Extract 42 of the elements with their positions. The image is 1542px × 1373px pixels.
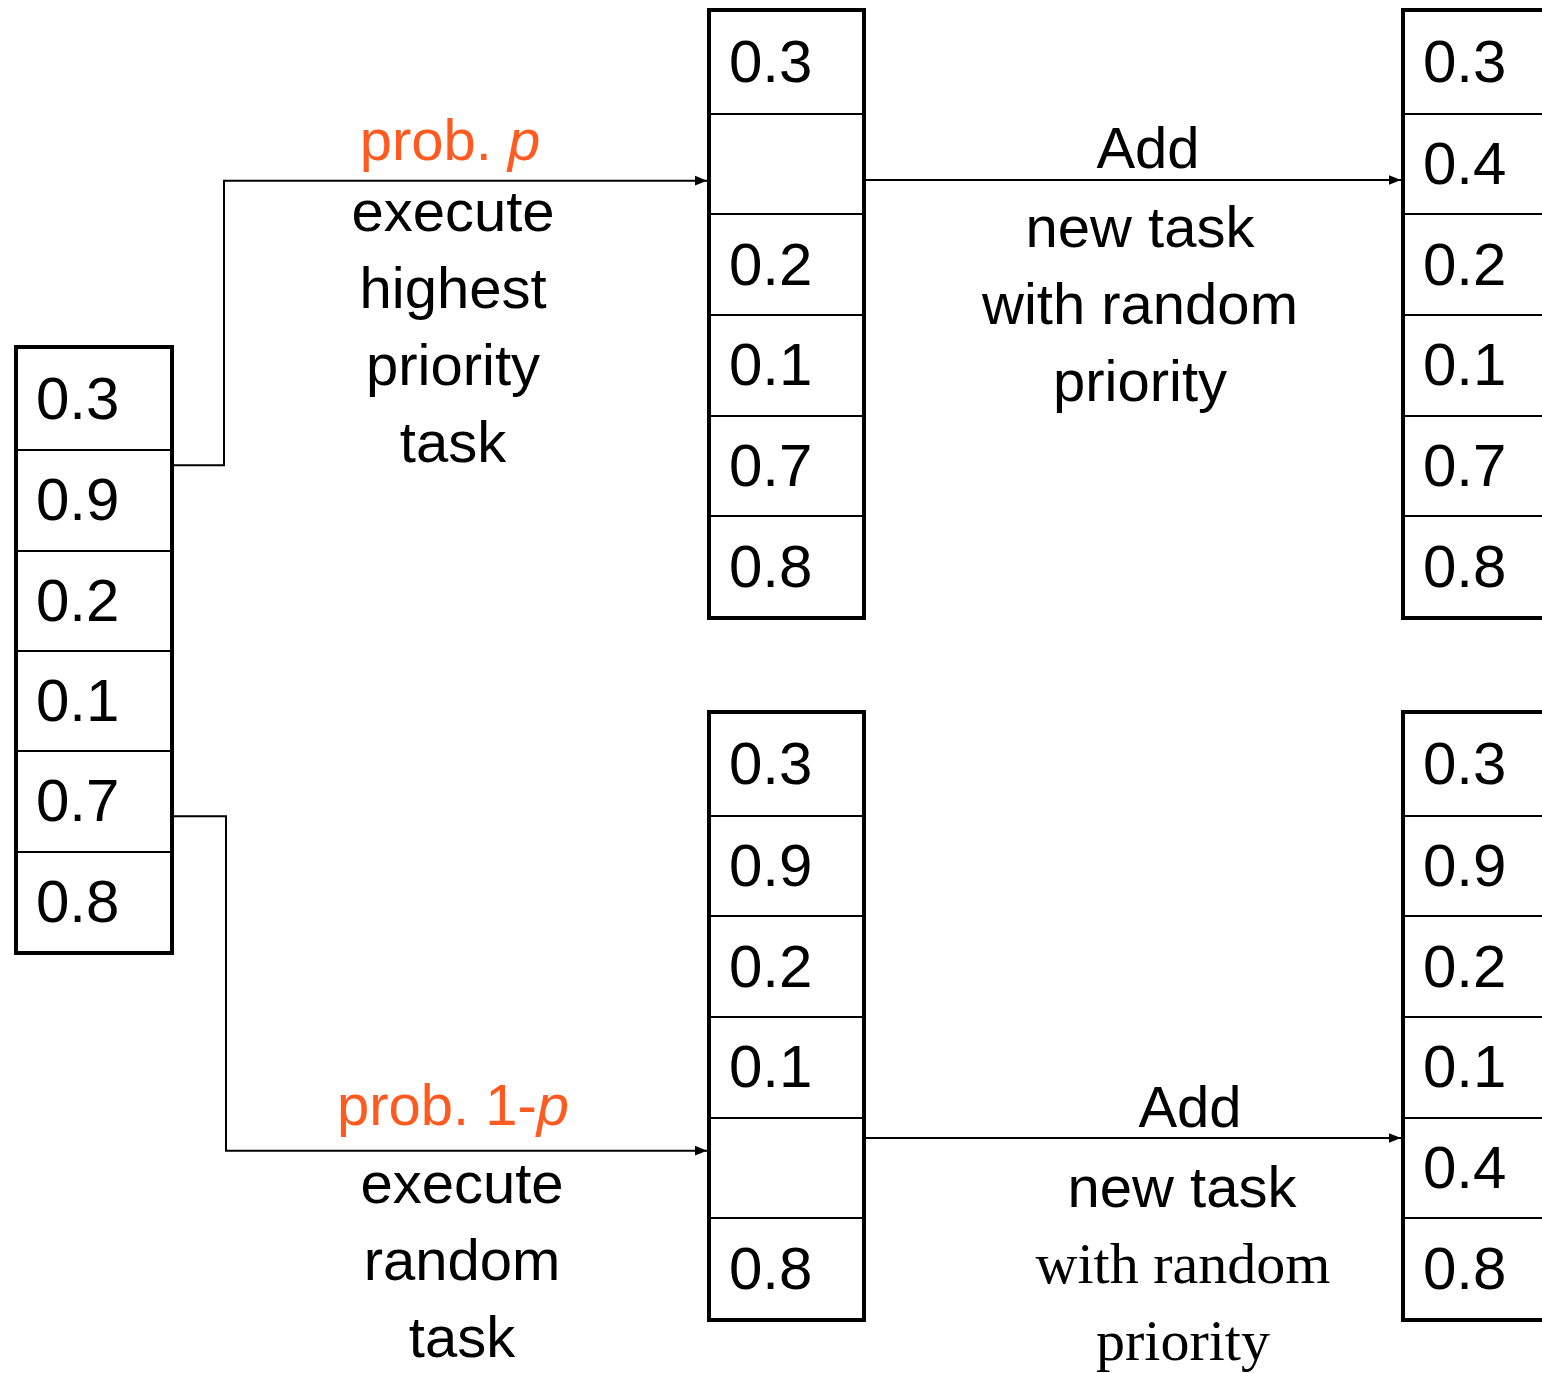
priority-cell: 0.3 bbox=[18, 349, 170, 450]
priority-cell: 0.7 bbox=[18, 750, 170, 851]
priority-cell: 0.9 bbox=[18, 449, 170, 550]
priority-cell: 0.1 bbox=[711, 1016, 862, 1117]
arrow bbox=[865, 175, 1402, 185]
queue-stack bbox=[707, 8, 866, 620]
queue-stack bbox=[14, 345, 174, 955]
queue-stack bbox=[1401, 710, 1542, 1322]
priority-cell: 0.1 bbox=[1405, 314, 1542, 415]
priority-cell: 0.3 bbox=[711, 12, 862, 113]
priority-cell: 0.3 bbox=[1405, 714, 1542, 815]
priority-cell: 0.3 bbox=[1405, 12, 1542, 113]
priority-cell: 0.1 bbox=[1405, 1016, 1542, 1117]
priority-cell: 0.1 bbox=[18, 650, 170, 751]
priority-cell: 0.9 bbox=[711, 814, 862, 916]
priority-cell: 0.4 bbox=[1405, 1116, 1542, 1218]
priority-cell: 0.1 bbox=[711, 314, 862, 415]
step-description: new task with random priority bbox=[981, 193, 1299, 415]
priority-cell: 0.2 bbox=[711, 915, 862, 1016]
priority-cell: 0.3 bbox=[711, 714, 862, 815]
priority-cell: 0.7 bbox=[1405, 414, 1542, 516]
step-description: execute random task bbox=[359, 1149, 565, 1371]
priority-cell: 0.2 bbox=[1405, 213, 1542, 314]
priority-cell: 0.8 bbox=[1405, 1217, 1542, 1318]
step-description: with random priority bbox=[1034, 1230, 1332, 1373]
arrow bbox=[173, 175, 708, 467]
priority-cell: 0.8 bbox=[711, 515, 862, 616]
priority-cell: 0.8 bbox=[711, 1217, 862, 1318]
step-description: execute highest priority task bbox=[350, 177, 556, 476]
priority-cell: 0.2 bbox=[1405, 915, 1542, 1016]
priority-cell: 0.4 bbox=[1405, 112, 1542, 214]
queue-stack bbox=[1401, 8, 1542, 620]
priority-cell: 0.9 bbox=[1405, 814, 1542, 916]
priority-cell: 0.2 bbox=[711, 213, 862, 314]
priority-cell: 0.8 bbox=[1405, 515, 1542, 616]
priority-cell: 0.7 bbox=[711, 414, 862, 516]
arrow bbox=[865, 1133, 1402, 1143]
priority-cell: 0.2 bbox=[18, 549, 170, 650]
arrow bbox=[173, 815, 708, 1156]
step-description: new task bbox=[1066, 1153, 1298, 1221]
priority-cell: 0.8 bbox=[18, 850, 170, 951]
queue-stack bbox=[707, 710, 866, 1322]
